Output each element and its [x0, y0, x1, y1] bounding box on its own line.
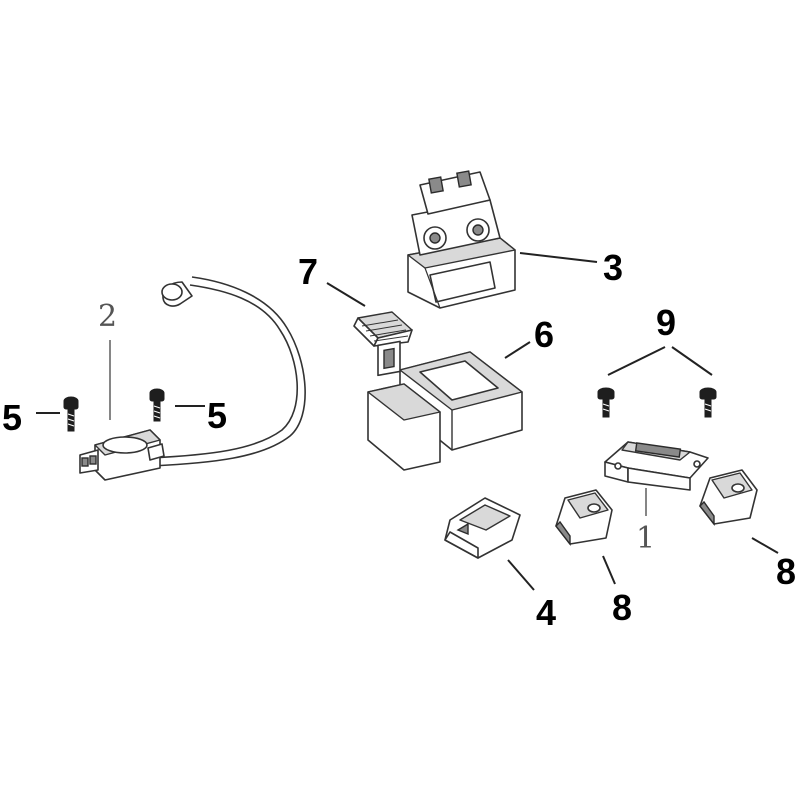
small-cover-part: [444, 497, 521, 559]
leader-line-3: [519, 252, 598, 263]
leader-line-9-left: [607, 346, 666, 376]
screw-right-part: [699, 387, 717, 418]
leader-line-7: [326, 282, 366, 307]
fuse-part: [353, 311, 413, 347]
leader-line-8-right: [751, 537, 779, 554]
callout-8-right: 8: [776, 551, 796, 592]
callout-9: 9: [656, 302, 676, 343]
leader-line-8-left: [602, 555, 616, 585]
callout-8-left: 8: [612, 587, 632, 628]
screw-left-part: [597, 387, 615, 418]
callout-4: 4: [536, 592, 556, 633]
callout-3: 3: [603, 247, 623, 288]
leader-line-9-right: [671, 346, 713, 376]
damper-right-part: [699, 469, 758, 527]
callout-5-left: 5: [2, 397, 22, 438]
cdi-unit-part: [367, 340, 523, 471]
callout-2: 2: [98, 299, 117, 334]
bolt-left-part: [63, 396, 79, 432]
callout-1: 1: [636, 521, 655, 556]
callout-6: 6: [534, 314, 554, 355]
damper-left-part: [555, 489, 613, 547]
leader-line-6: [504, 341, 531, 359]
starter-relay-part: [407, 170, 516, 309]
leader-line-4: [507, 559, 535, 591]
callout-5-right: 5: [207, 395, 227, 436]
bolt-right-part: [149, 388, 165, 422]
regulator-rectifier-part: [604, 441, 709, 491]
callout-7: 7: [298, 251, 318, 292]
ignition-coil-part: [79, 276, 306, 481]
